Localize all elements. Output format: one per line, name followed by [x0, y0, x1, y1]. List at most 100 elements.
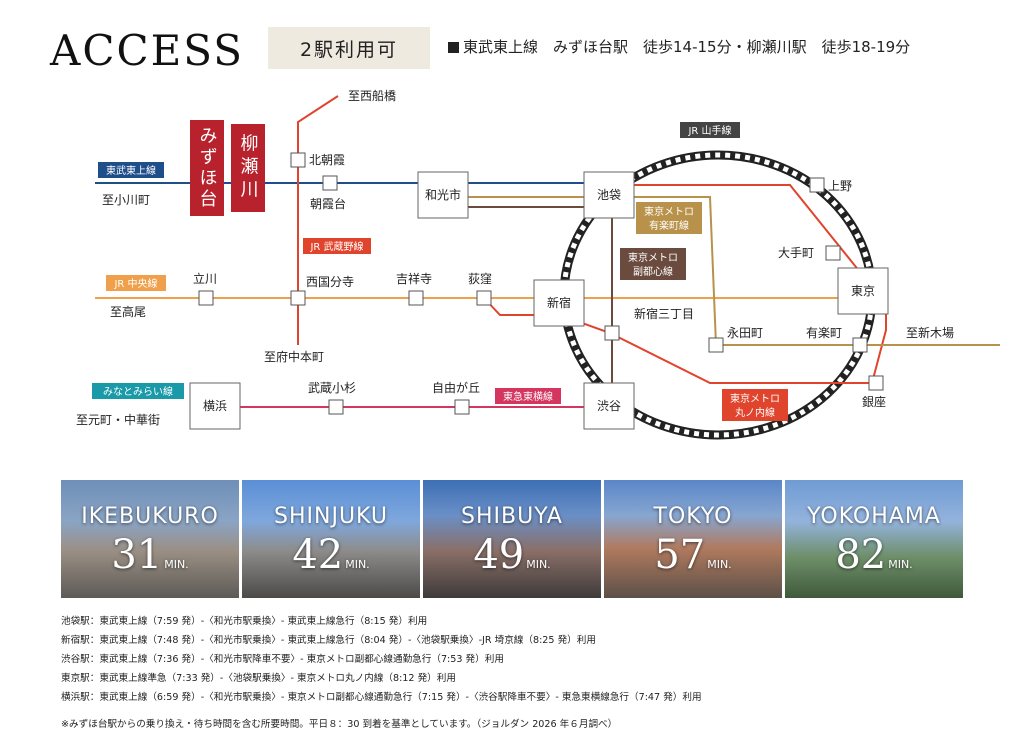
jiyugaoka-node: [454, 399, 470, 415]
kitaasaka-label: 北朝霞: [309, 153, 345, 167]
asakadai-label: 朝霞台: [310, 196, 346, 211]
yokohama-label: 横浜: [203, 399, 227, 413]
ikebukuro-label: 池袋: [597, 188, 621, 202]
ogikubo-label: 荻窪: [468, 271, 492, 286]
kichijoji-node: [408, 290, 424, 306]
ogawamachi-label: 至小川町: [102, 193, 150, 207]
route-map: みずほ台 柳瀬川 東武東上線 JR 中央線 みなとみらい線 JR 武蔵野線 JR…: [76, 89, 1000, 440]
ueno-node: [809, 177, 825, 193]
takao-label: 至高尾: [110, 304, 146, 319]
ogikubo-node: [476, 290, 492, 306]
tokyo-label: 東京: [851, 284, 875, 298]
route-note-line: 渋谷駅：東武東上線（7:36 発）-〈和光市駅降車不要〉- 東京メトロ副都心線通…: [61, 654, 504, 665]
yurakucho-tag: [636, 202, 702, 234]
photo-minutes: 31: [111, 532, 163, 578]
ginza-label: 銀座: [862, 394, 886, 409]
photo-minutes: 82: [835, 532, 887, 578]
shibuya-label: 渋谷: [597, 399, 621, 413]
jiyugaoka-label: 自由が丘: [432, 380, 480, 395]
stations-badge: 2駅利用可: [268, 27, 430, 69]
jr-yamanote-tag-text: JR 山手線: [687, 124, 731, 137]
jr-musashino-tag-text: JR 武蔵野線: [309, 240, 363, 253]
route-notes: 池袋駅：東武東上線（7:59 発）-〈和光市駅乗換〉- 東武東上線急行（8:15…: [61, 612, 702, 734]
marunouchi-line-west: [483, 297, 870, 384]
jr-yamanote-tag: [680, 122, 740, 138]
ginza-node: [868, 375, 884, 391]
photo-unit: MIN.: [707, 558, 732, 571]
yurakucho-tag-text-2: 有楽町線: [649, 219, 689, 232]
tokyo-box: [837, 267, 889, 315]
page-title: ACCESS: [50, 26, 245, 75]
fuchuhonmachi-label: 至府中本町: [264, 349, 324, 364]
nishikokubunji-node: [290, 290, 306, 306]
musashikosugi-label: 武蔵小杉: [308, 381, 356, 395]
yanasegawa-station-badge: [231, 124, 265, 212]
otemachi-label: 大手町: [778, 246, 814, 260]
route-note-text: 東武東上線 みずほ台駅 徒歩14-15分・柳瀬川駅 徒歩18-19分: [463, 38, 911, 56]
route-note-line: 新宿駅：東武東上線（7:48 発）-〈和光市駅乗換〉- 東武東上線急行（8:04…: [61, 635, 596, 646]
photo-name: SHINJUKU: [274, 504, 388, 529]
jr-chuo-tag: [106, 275, 166, 291]
musashikosugi-node: [328, 399, 344, 415]
asakadai-node: [322, 175, 338, 191]
tobu-tojo-tag-text: 東武東上線: [106, 164, 156, 177]
fukutoshin-tag: [620, 248, 686, 280]
photo-minutes: 42: [292, 532, 344, 578]
photo-name: IKEBUKURO: [81, 504, 219, 529]
marunouchi-tag-text-2: 丸ノ内線: [735, 406, 775, 419]
photo-unit: MIN.: [526, 558, 551, 571]
yurakucho-node: [852, 337, 868, 353]
yokohama-box: [189, 382, 241, 430]
jr-chuo-tag-text: JR 中央線: [113, 277, 157, 290]
footnote: ※みずほ台駅からの乗り換え・待ち時間を含む所要時間。平日８：30 到着を基準とし…: [61, 719, 618, 730]
yanasegawa-label: 柳瀬川: [238, 133, 259, 202]
route-note-line: 東京駅：東武東上線準急（7:33 発）-〈池袋駅乗換〉- 東京メトロ丸ノ内線（8…: [61, 673, 456, 684]
yurakucho-tag-text-1: 東京メトロ: [644, 205, 694, 218]
kichijoji-label: 吉祥寺: [396, 272, 432, 286]
shinkiba-label: 至新木場: [906, 325, 954, 340]
photo-bg: [423, 480, 601, 598]
motomachi-label: 至元町・中華街: [76, 412, 160, 427]
photo-name: SHIBUYA: [461, 504, 563, 529]
minatomirai-tag: [92, 383, 184, 399]
tachikawa-label: 立川: [193, 271, 217, 286]
ueno-label: 上野: [828, 179, 852, 193]
nishifunabashi-label: 至西船橋: [348, 89, 396, 103]
nishikokubunji-label: 西国分寺: [306, 275, 354, 289]
shinjuku-label: 新宿: [547, 295, 571, 310]
fukutoshin-tag-text-1: 東京メトロ: [628, 251, 678, 264]
route-note: 東武東上線 みずほ台駅 徒歩14-15分・柳瀬川駅 徒歩18-19分: [448, 36, 910, 57]
tokyu-toyoko-tag: [495, 388, 561, 404]
photo-minutes: 49: [473, 532, 525, 578]
minatomirai-tag-text: みなとみらい線: [103, 385, 173, 398]
photo-name: YOKOHAMA: [807, 504, 941, 529]
shinjuku-box: [533, 279, 585, 327]
nagatacho-node: [708, 337, 724, 353]
wakoshi-box: [417, 171, 469, 219]
otemachi-node: [825, 245, 841, 261]
jr-musashino-line: [297, 95, 339, 345]
ikebukuro-box: [583, 171, 635, 219]
photo-bg: [242, 480, 420, 598]
tachikawa-node: [198, 290, 214, 306]
yurakucho-label: 有楽町: [806, 326, 842, 340]
marunouchi-tag-text-1: 東京メトロ: [730, 392, 780, 405]
photo-bg: [604, 480, 782, 598]
photo-unit: MIN.: [345, 558, 370, 571]
route-note-line: 池袋駅：東武東上線（7:59 発）-〈和光市駅乗換〉- 東武東上線急行（8:15…: [61, 616, 428, 627]
shinjuku3-node: [604, 325, 620, 341]
jr-musashino-tag: [303, 238, 371, 254]
photo-name: TOKYO: [653, 504, 733, 529]
photo-unit: MIN.: [888, 558, 913, 571]
square-bullet-icon: [448, 42, 459, 53]
route-note-line: 横浜駅：東武東上線（6:59 発）-〈和光市駅乗換〉- 東京メトロ副都心線通勤急…: [61, 692, 702, 703]
